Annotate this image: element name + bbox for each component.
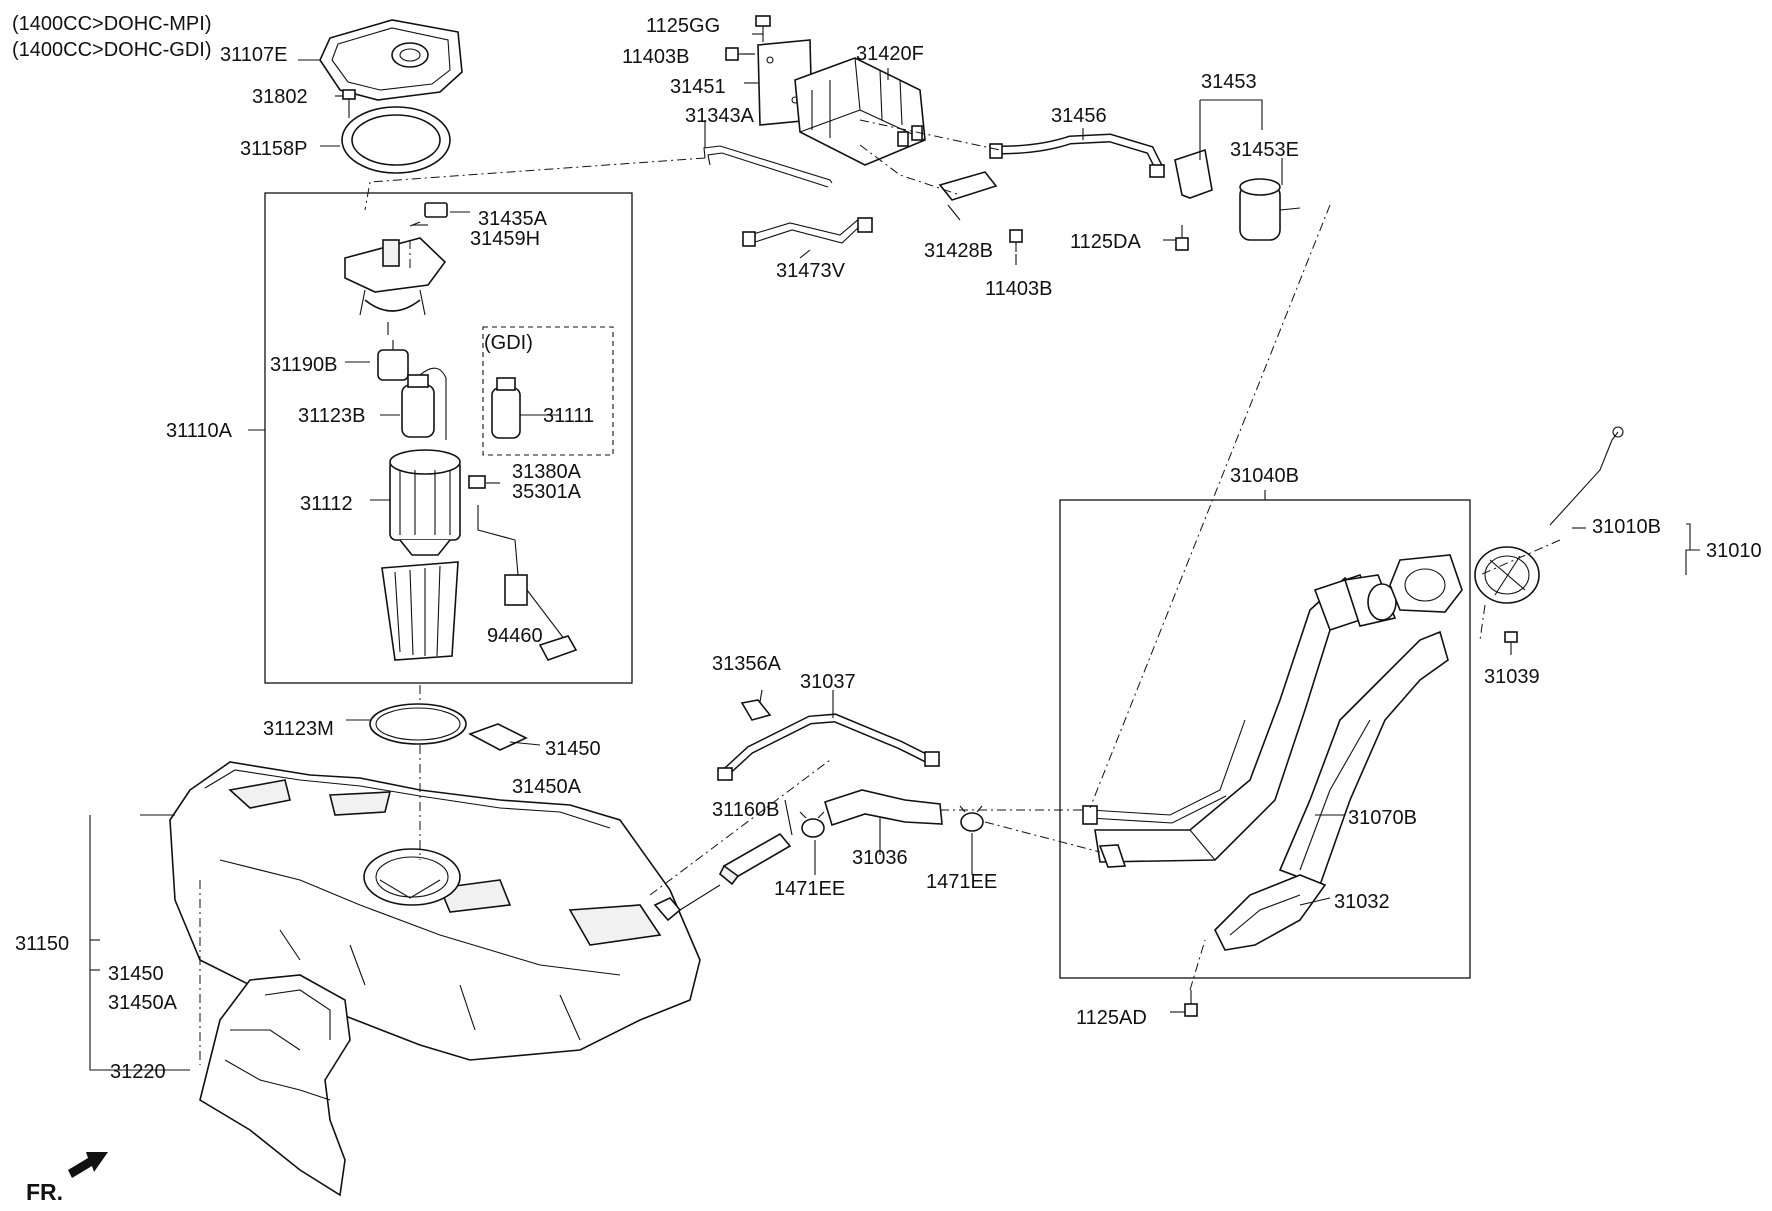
part-31450A[interactable]: 31450A [512,776,582,798]
part-31456[interactable]: 31456 [1051,105,1107,127]
mount-bolt [1009,229,1023,252]
part-31356A[interactable]: 31356A [712,653,782,675]
part-31802[interactable]: 31802 [252,86,308,108]
canister-mount-bracket [938,171,998,201]
part-31453[interactable]: 31453 [1201,71,1257,93]
fuel-pump-cover-plate [319,19,463,101]
leader-lines [89,33,1700,1071]
tank-o-ring [369,703,467,745]
part-31160B[interactable]: 31160B [712,799,779,821]
vent-valve-bracket [1174,148,1213,199]
dash-dot-lines [199,119,1561,1065]
part-94460[interactable]: 94460 [487,625,543,647]
tank-heat-shield [199,974,351,1197]
part-31010[interactable]: 31010 [1706,540,1762,562]
vapor-tube-left [703,145,833,188]
part-31380A[interactable]: 31380A [512,461,582,483]
filler-gasket [1389,554,1463,613]
valve-bolt [1175,225,1189,251]
part-31123M[interactable]: 31123M [263,718,334,740]
part-1471EE-right[interactable]: 1471EE [926,871,997,893]
fuel-filter-housing [389,449,461,556]
part-31420F[interactable]: 31420F [856,43,924,65]
filler-neck-bracket [1214,874,1327,951]
part-31220[interactable]: 31220 [110,1061,166,1083]
fuel-pump-module-box [264,192,633,684]
canister [794,57,926,166]
part-31036[interactable]: 31036 [852,847,908,869]
part-1125AD[interactable]: 1125AD [1076,1007,1147,1029]
part-31040B[interactable]: 31040B [1230,465,1299,487]
vapor-tube-lower [742,217,873,247]
tank-bracket [468,723,528,751]
pressure-relief-connector [468,475,486,489]
front-direction-label: FR. [26,1179,63,1205]
front-direction-arrow-icon [68,1152,108,1178]
hose-clamp-right [959,805,984,832]
part-31032[interactable]: 31032 [1334,891,1390,913]
part-31450A-group[interactable]: 31450A [108,992,178,1014]
part-31070B[interactable]: 31070B [1348,807,1417,829]
part-1125DA[interactable]: 1125DA [1070,231,1141,253]
fuel-filler-cap [1474,546,1540,604]
vent-hose [989,133,1165,178]
part-31343A[interactable]: 31343A [685,105,755,127]
gdi-box [482,326,614,456]
bracket-bolt-top [755,15,771,42]
part-31158P[interactable]: 31158P [240,138,307,160]
fuel-pump-motor [401,367,447,440]
hose-clip [740,699,772,721]
fuel-vapor-hose [717,713,940,781]
cap-tether [1549,426,1624,526]
part-1125GG[interactable]: 1125GG [646,15,720,37]
pressure-regulator [377,340,409,381]
cap-screw [1504,631,1518,655]
note-mpi: (1400CC>DOHC-MPI) [12,13,211,35]
hose-clamp-left [799,811,825,838]
part-31450[interactable]: 31450 [545,738,601,760]
part-11403B-lower[interactable]: 11403B [985,278,1052,300]
part-31451[interactable]: 31451 [670,76,726,98]
part-31107E[interactable]: 31107E [220,44,287,66]
part-31453E[interactable]: 31453E [1230,139,1299,161]
note-gdi-engine: (1400CC>DOHC-GDI) [12,39,211,61]
filler-bracket-bolt [1184,990,1198,1017]
part-31150[interactable]: 31150 [15,933,69,955]
filler-connector-hose [824,789,943,827]
plate-bolt [342,89,356,118]
pump-gasket [341,106,451,174]
filler-neck-lower-hose [1098,844,1127,868]
filler-neck-pipe [1094,573,1397,863]
part-31037[interactable]: 31037 [800,671,856,693]
note-gdi-box: (GDI) [484,332,533,354]
part-31123B[interactable]: 31123B [298,405,365,427]
pump-flange-assembly [344,237,447,335]
fuel-strainer-cage [381,561,459,661]
part-31110A[interactable]: 31110A [166,420,233,442]
part-31112[interactable]: 31112 [300,493,353,515]
filler-pipe-adapter [719,832,792,886]
part-31435A[interactable]: 31435A [478,208,548,230]
part-1471EE[interactable]: 1471EE [774,878,845,900]
part-35301A[interactable]: 35301A [512,481,582,503]
part-31459H[interactable]: 31459H [470,228,540,250]
filler-neck-guard [1278,630,1449,887]
part-31039[interactable]: 31039 [1484,666,1540,688]
part-31428B[interactable]: 31428B [924,240,993,262]
part-31010B[interactable]: 31010B [1592,516,1661,538]
fuel-level-sender [477,505,578,661]
vent-valve [1239,178,1301,241]
filler-neck-breather [1082,719,1246,825]
part-31111[interactable]: 31111 [543,405,594,427]
part-31450-group[interactable]: 31450 [108,963,164,985]
part-11403B[interactable]: 11403B [622,46,689,68]
part-31190B[interactable]: 31190B [270,354,337,376]
pressure-sensor-connector [409,202,448,227]
part-31473V[interactable]: 31473V [776,260,846,282]
